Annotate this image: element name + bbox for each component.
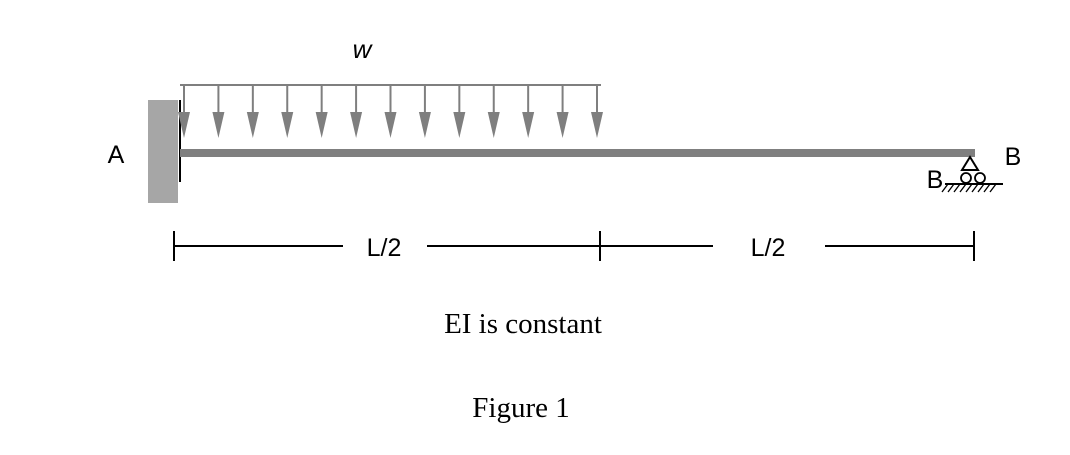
dimension-line bbox=[173, 231, 975, 261]
hatch-line bbox=[971, 183, 979, 193]
load-arrow-head bbox=[487, 112, 500, 138]
point-b-label-right: B bbox=[1005, 143, 1022, 171]
support-triangle bbox=[960, 155, 980, 171]
load-arrow-head bbox=[281, 112, 294, 138]
hatch-line bbox=[983, 183, 991, 193]
load-label: w bbox=[353, 34, 374, 64]
load-arrow-head bbox=[453, 112, 466, 138]
hatch-line bbox=[941, 183, 949, 193]
fixed-wall bbox=[148, 100, 178, 203]
load-arrow-head bbox=[212, 112, 225, 138]
load-arrow-head bbox=[315, 112, 328, 138]
ei-note: EI is constant bbox=[444, 308, 602, 340]
roller-support bbox=[941, 155, 1003, 193]
hatch-line bbox=[959, 183, 967, 193]
beam bbox=[180, 149, 975, 157]
hatch-line bbox=[989, 183, 997, 193]
hatch-line bbox=[977, 183, 985, 193]
ground-hatching bbox=[941, 183, 997, 193]
hatch-line bbox=[947, 183, 955, 193]
load-arrows bbox=[178, 85, 603, 138]
point-a-label: A bbox=[108, 141, 125, 169]
load-arrow-head bbox=[591, 112, 603, 138]
hatch-line bbox=[953, 183, 961, 193]
load-arrow-head bbox=[178, 112, 190, 138]
roller-left bbox=[960, 172, 972, 184]
hatch-line bbox=[965, 183, 973, 193]
point-b-label-left: B bbox=[927, 166, 944, 194]
load-arrow-head bbox=[522, 112, 535, 138]
load-arrow-head bbox=[246, 112, 259, 138]
figure-caption: Figure 1 bbox=[472, 392, 569, 424]
load-arrow-head bbox=[418, 112, 431, 138]
load-arrow-head bbox=[556, 112, 569, 138]
distributed-load bbox=[178, 84, 603, 138]
load-arrow-head bbox=[384, 112, 397, 138]
roller-right bbox=[974, 172, 986, 184]
dim-left-label: L/2 bbox=[367, 234, 402, 262]
load-arrow-head bbox=[350, 112, 363, 138]
dim-right-label: L/2 bbox=[751, 234, 786, 262]
